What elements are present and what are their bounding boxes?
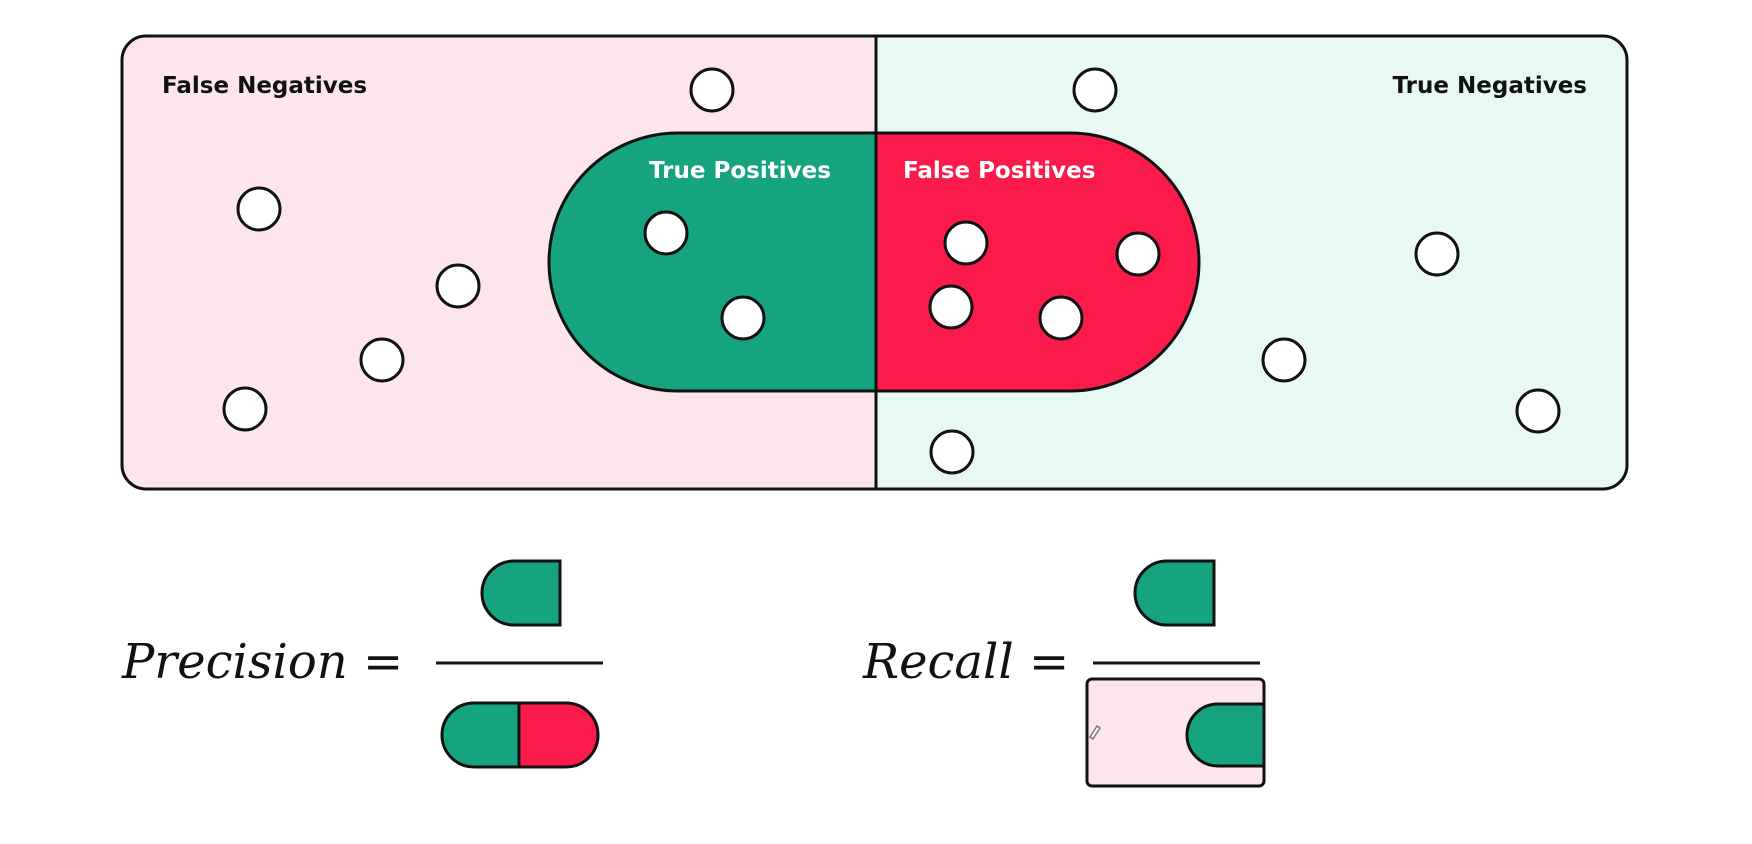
point [435,263,481,309]
recall-denominator-icon [1185,702,1266,768]
point [1261,337,1307,383]
point [643,210,689,256]
point [928,284,974,330]
false-positive-points [928,220,1161,341]
point [222,386,268,432]
recall-numerator-icon [1133,559,1216,627]
confusion-panel: False Negatives True Negatives True Posi… [120,34,1629,491]
true-negative-points [929,67,1561,475]
point [1072,67,1118,113]
point [359,337,405,383]
precision-formula: Precision = [121,559,603,769]
false-negatives-label: False Negatives [162,73,367,99]
point [720,295,766,341]
precision-denominator-red [519,703,598,767]
point [1115,231,1161,277]
true-positives-label: True Positives [649,158,831,184]
precision-denominator-outline [440,701,600,769]
point [1515,388,1561,434]
false-negative-points [222,67,735,432]
point [689,67,735,113]
point [929,429,975,475]
point [1038,295,1084,341]
true-negatives-label: True Negatives [1393,73,1587,99]
recall-formula: Recall = [862,559,1266,788]
precision-numerator-icon [480,559,562,627]
pencil-cursor-icon [1088,724,1102,741]
precision-label: Precision = [121,634,403,690]
precision-denominator-green [442,703,519,767]
selected-pill-outline [547,131,1201,393]
panel-outline [120,34,1629,491]
false-positives-label: False Positives [903,158,1095,184]
true-positive-points [643,210,766,341]
recall-label: Recall = [862,634,1069,690]
true-positives-region [549,133,876,391]
point [236,186,282,232]
point [943,220,989,266]
point [1414,231,1460,277]
